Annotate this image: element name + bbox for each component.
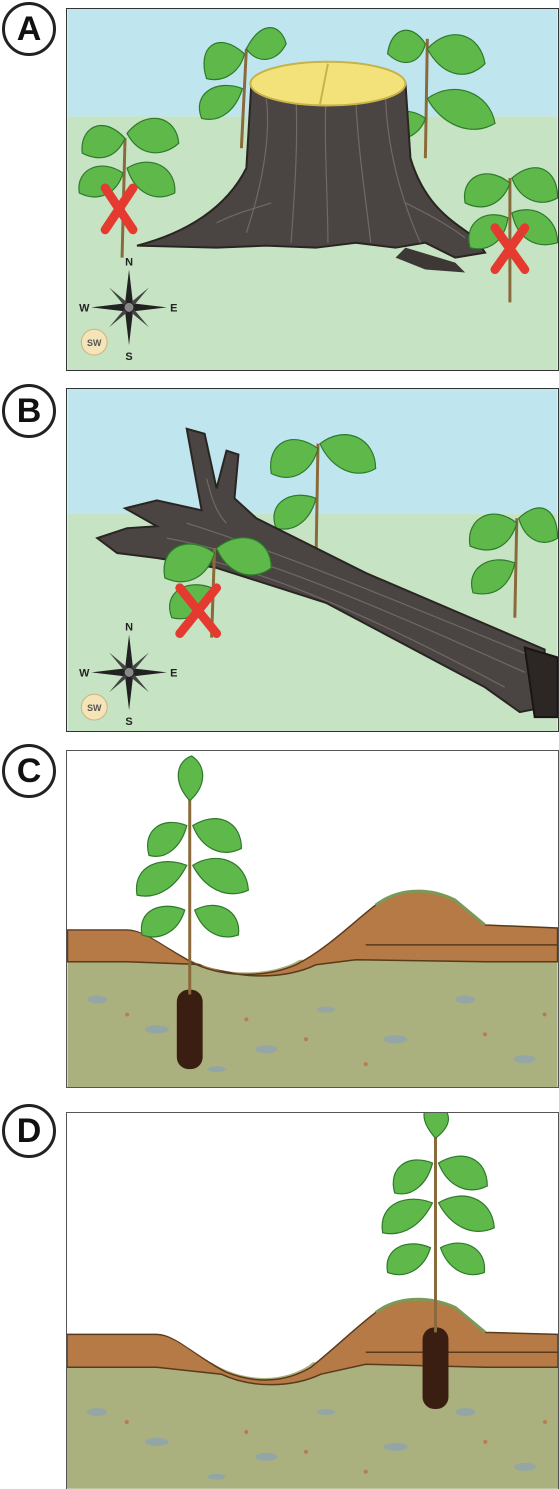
root-plug (423, 1327, 449, 1409)
panel-d-planting-scene (66, 1112, 559, 1489)
planting-cross-section-d (67, 1113, 558, 1489)
panel-a-stump-scene: N S E W SW (66, 8, 559, 371)
panel-b-fallen-log-scene: N S E W SW (66, 388, 559, 732)
panel-label-a: A (2, 2, 56, 56)
root-plug (177, 990, 203, 1070)
panel-label-b: B (2, 384, 56, 438)
stump-illustration: N S E W SW (67, 9, 558, 370)
panel-c-planting-scene (66, 750, 559, 1088)
fallen-log-illustration: N S E W SW (67, 389, 558, 731)
svg-text:SW: SW (87, 338, 102, 348)
svg-text:S: S (125, 716, 132, 728)
svg-text:N: N (125, 622, 133, 634)
svg-text:SW: SW (87, 703, 102, 713)
panel-label-c: C (2, 744, 56, 798)
svg-text:E: E (170, 667, 177, 679)
svg-text:W: W (79, 302, 90, 314)
svg-text:N: N (125, 257, 133, 269)
planting-cross-section-c (67, 751, 558, 1087)
svg-text:W: W (79, 667, 90, 679)
svg-text:E: E (170, 302, 177, 314)
panel-label-d: D (2, 1104, 56, 1158)
svg-text:S: S (125, 351, 132, 363)
